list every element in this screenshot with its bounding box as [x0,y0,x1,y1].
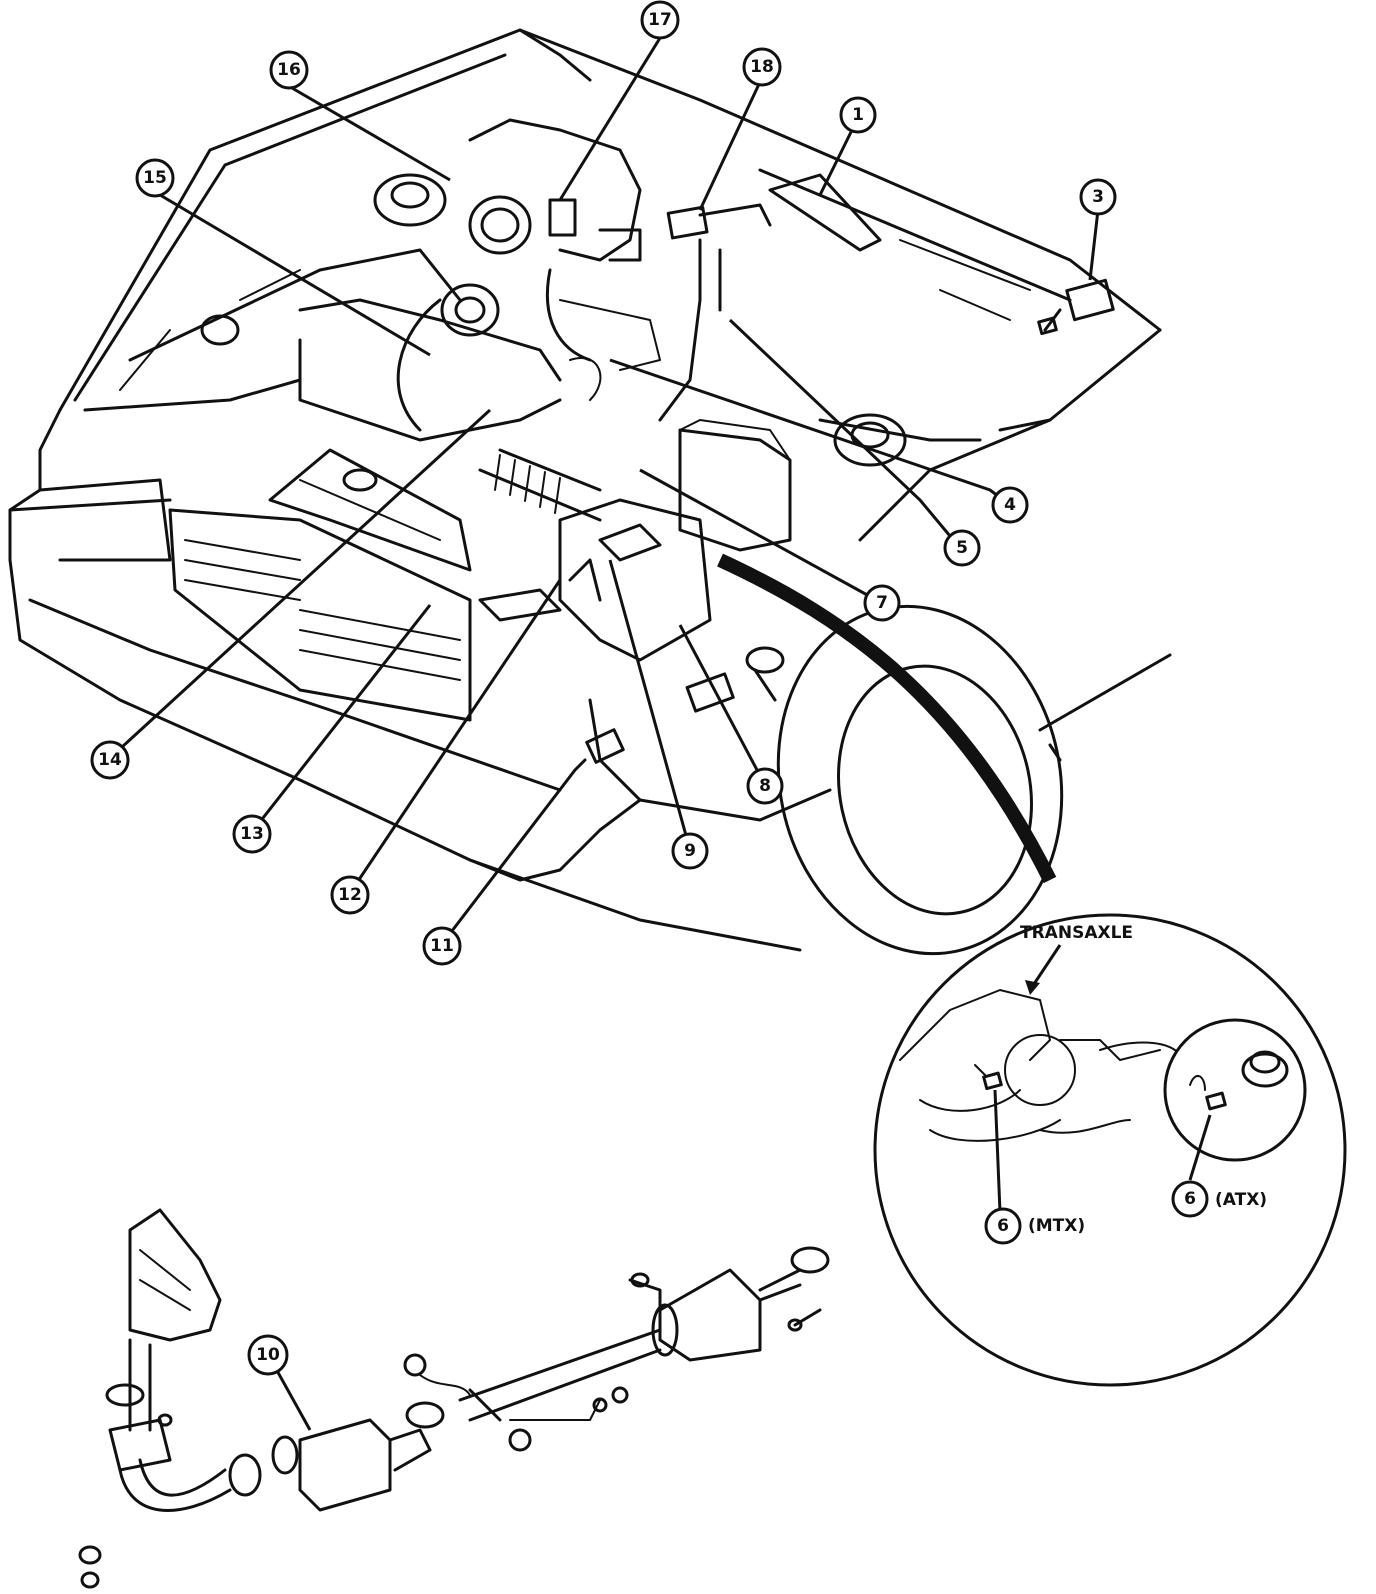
callout-16: 16 [269,50,309,90]
callout-4-label: 4 [1004,495,1016,515]
callout-6-mtx-label: 6 [997,1216,1009,1236]
mtx-label: (MTX) [1028,1216,1085,1236]
engine-components-illustration [200,118,907,713]
callout-5-label: 5 [956,538,968,558]
callout-1: 1 [839,96,877,134]
exhaust-system-illustration [78,1208,830,1589]
callout-7: 7 [863,584,901,622]
sensor-11-illustration [573,728,625,772]
callout-3: 3 [1079,178,1117,216]
callout-6-atx-label: 6 [1184,1189,1196,1209]
callout-7-label: 7 [876,593,888,613]
callout-12: 12 [330,875,370,915]
transaxle-label: TRANSAXLE [1020,923,1133,943]
callout-6-atx: 6 [1171,1180,1209,1218]
callout-13-label: 13 [240,824,264,844]
callout-9: 9 [671,832,709,870]
callout-6-mtx: 6 [984,1207,1022,1245]
callout-12-label: 12 [338,885,362,905]
callout-9-label: 9 [684,841,696,861]
callout-17: 17 [640,0,680,40]
callout-14-label: 14 [98,750,122,770]
callout-4: 4 [991,486,1029,524]
sensor-1-illustration [768,173,882,252]
callout-15: 15 [135,158,175,198]
callout-8: 8 [746,767,784,805]
callout-11-label: 11 [430,936,454,956]
callout-1-label: 1 [852,105,864,125]
callout-10-label: 10 [256,1345,280,1365]
callout-15-label: 15 [143,168,167,188]
callout-10: 10 [247,1334,289,1376]
car-body-illustration [8,28,1172,956]
atx-label: (ATX) [1215,1190,1267,1210]
transaxle-detail-view: TRANSAXLE (MTX) (ATX) [873,913,1347,1387]
callout-18: 18 [742,47,782,87]
callout-5: 5 [943,529,981,567]
callout-13: 13 [232,814,272,854]
sensor-3-illustration [1037,278,1115,336]
callout-17-label: 17 [648,10,672,30]
callout-8-label: 8 [759,776,771,796]
callout-14: 14 [90,740,130,780]
callout-3-label: 3 [1092,187,1104,207]
callout-11: 11 [422,926,462,966]
callout-18-label: 18 [750,57,774,77]
sensor-18-illustration [666,203,772,240]
callout-16-label: 16 [277,60,301,80]
